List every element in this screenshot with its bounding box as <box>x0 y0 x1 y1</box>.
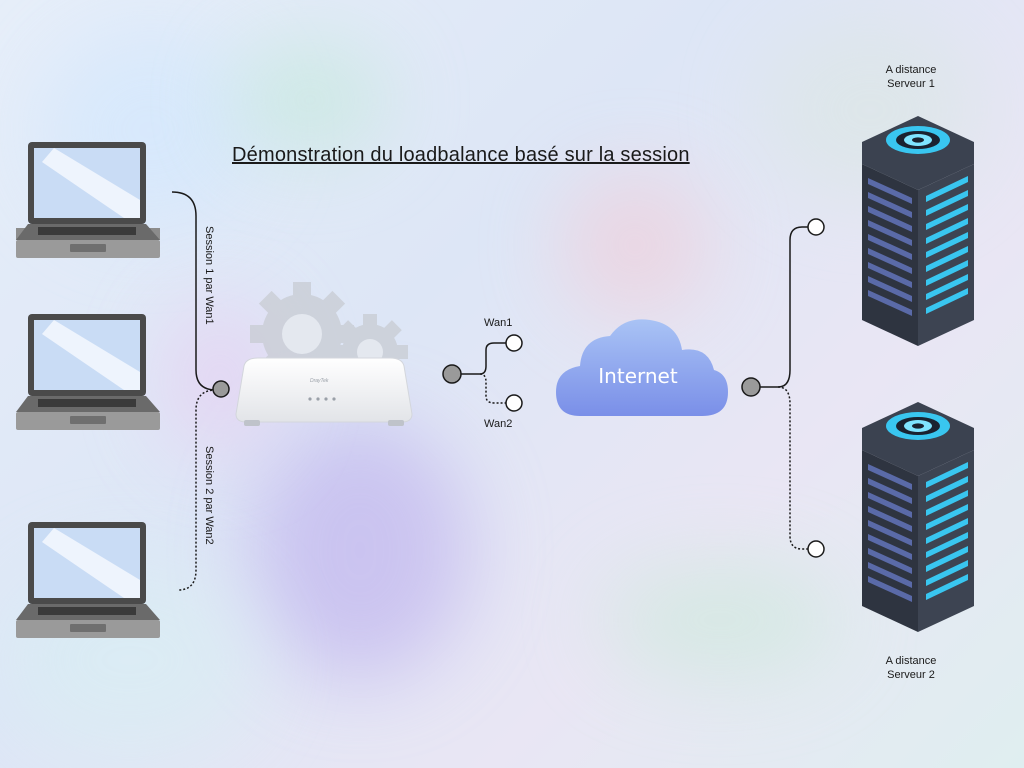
server1-label-line2: Serveur 1 <box>887 78 935 90</box>
session1-label: Session 1 par Wan1 <box>203 226 215 325</box>
server2-label-line1: A distance <box>885 655 937 667</box>
router-node <box>212 380 230 398</box>
wan2-line <box>479 373 506 404</box>
wan1-endpoint <box>505 334 523 352</box>
wan-node <box>442 364 462 384</box>
server1-label: A distance Serveur 1 <box>866 63 956 91</box>
internet-node <box>741 377 761 397</box>
cloud-icon <box>556 319 728 416</box>
server-rack-icon <box>862 116 974 346</box>
router-icon <box>235 357 413 426</box>
server1-label-line1: A distance <box>885 64 937 76</box>
server2-label-line2: Serveur 2 <box>887 669 935 681</box>
wan2-endpoint <box>505 394 523 412</box>
wan2-label: Wan2 <box>484 418 513 430</box>
laptop-icon <box>16 522 160 638</box>
server1-line <box>760 226 808 388</box>
diagram-title: Démonstration du loadbalance basé sur la… <box>232 144 690 166</box>
wan1-line <box>460 342 506 375</box>
session2-line <box>177 389 217 591</box>
session1-line <box>171 191 217 391</box>
server2-label: A distance Serveur 2 <box>866 654 956 682</box>
laptop-icon <box>16 314 160 430</box>
server-rack-icon <box>862 402 974 632</box>
session2-label: Session 2 par Wan2 <box>203 446 215 545</box>
server2-line <box>777 386 808 550</box>
server2-endpoint <box>807 540 825 558</box>
laptop-icon <box>16 142 160 258</box>
internet-label: Internet <box>598 364 678 388</box>
wan1-label: Wan1 <box>484 317 513 329</box>
router-brand-label: DrayTek <box>310 378 329 384</box>
server1-endpoint <box>807 218 825 236</box>
